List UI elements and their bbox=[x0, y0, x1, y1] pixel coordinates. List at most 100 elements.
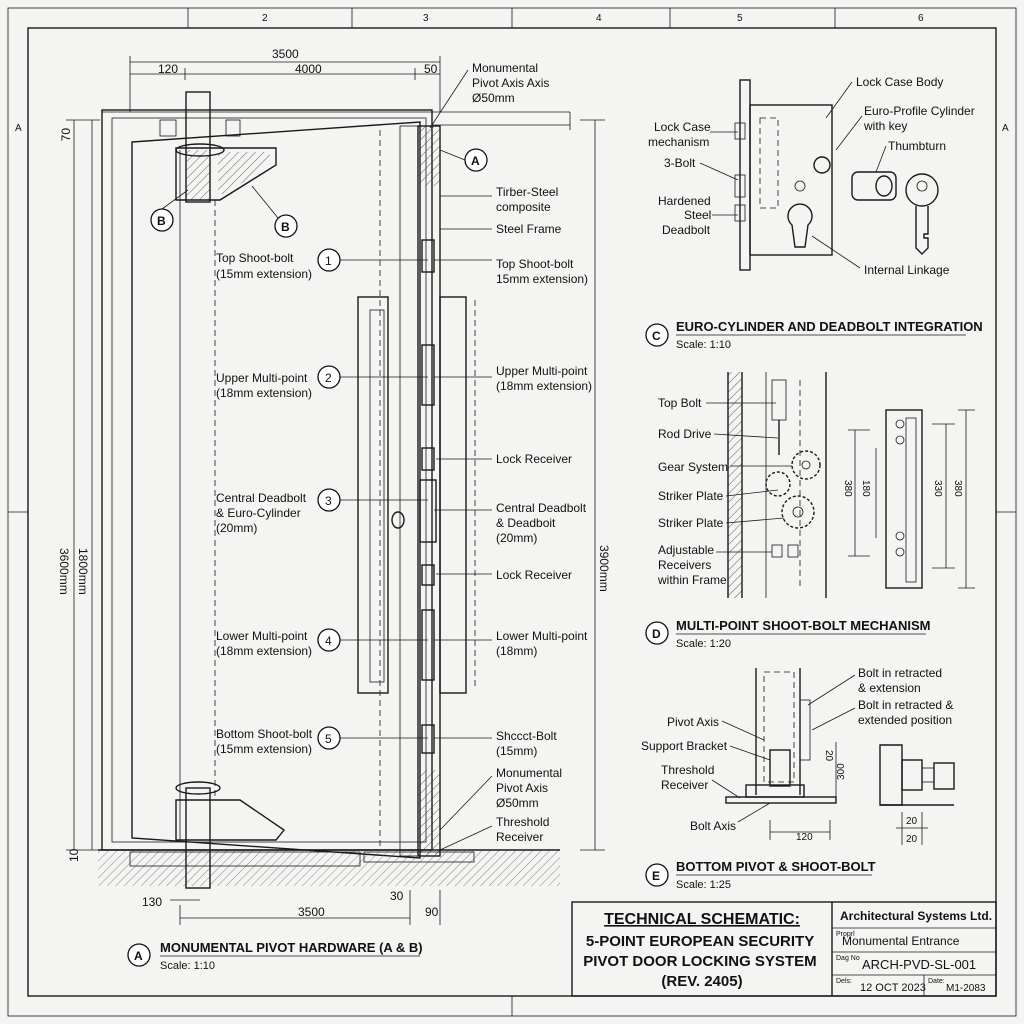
border-letter-left: A bbox=[15, 123, 22, 134]
title-block: TECHNICAL SCHEMATIC: 5-POINT EUROPEAN SE… bbox=[571, 901, 997, 997]
d-dim-380-right: 380 bbox=[952, 480, 963, 497]
dim-top-left: 120 bbox=[158, 62, 178, 76]
marker-b-circle-right bbox=[274, 214, 298, 238]
d-dim-330: 330 bbox=[932, 480, 943, 497]
callout-top-pivot-axis: Monumental Pivot Axis Axis Ø50mm bbox=[472, 61, 553, 105]
e-dim-20-b: 20 bbox=[906, 834, 918, 845]
d-dim-380-left: 380 bbox=[842, 480, 853, 497]
c-internal-linkage: Internal Linkage bbox=[864, 263, 950, 277]
title-heading: TECHNICAL SCHEMATIC: bbox=[604, 911, 800, 928]
border-number-4: 4 bbox=[596, 13, 602, 24]
dim-top-mid: 4000 bbox=[295, 62, 322, 76]
section-a-letter: A bbox=[134, 949, 143, 963]
section-a-title: MONUMENTAL PIVOT HARDWARE (A & B) bbox=[160, 940, 423, 955]
svg-text:Shccct-Bolt(15mm): Shccct-Bolt(15mm) bbox=[496, 729, 557, 758]
point-4: 4 Lower Multi-point(18mm extension) Lowe… bbox=[216, 628, 588, 658]
label-threshold-receiver: Threshold Receiver bbox=[496, 815, 553, 844]
d-gear-system: Gear System bbox=[658, 460, 728, 474]
title-project-label: Proprl bbox=[836, 931, 855, 938]
border-number-2: 2 bbox=[262, 13, 268, 24]
dim-bottom-left: 130 bbox=[142, 895, 162, 909]
section-e-scale: Scale: 1:25 bbox=[676, 879, 731, 891]
dim-bottom-right: 90 bbox=[425, 905, 439, 919]
section-a-circle bbox=[127, 943, 151, 967]
d-top-bolt: Top Bolt bbox=[658, 396, 702, 410]
svg-text:Central Deadbolt& Euro-Cylinde: Central Deadbolt& Euro-Cylinder(20mm) bbox=[216, 491, 307, 535]
d-dim-180: 180 bbox=[860, 480, 871, 497]
marker-b-label-right: B bbox=[281, 220, 290, 234]
svg-text:5: 5 bbox=[325, 732, 332, 746]
point-5: 5 Bottom Shoot-bolt(15mm extension) Shcc… bbox=[216, 726, 557, 758]
callout-bottom-pivot-axis: Monumental Pivot Axis Ø50mm bbox=[496, 766, 565, 810]
dim-right-height: 3900mm bbox=[597, 545, 611, 592]
marker-b-label-left: B bbox=[157, 214, 166, 228]
label-lock-receiver-2: Lock Receiver bbox=[496, 568, 572, 582]
svg-text:Top Shoot-bolt(15mm extension): Top Shoot-bolt(15mm extension) bbox=[216, 251, 312, 281]
d-rod-drive: Rod Drive bbox=[658, 427, 712, 441]
dim-top-overall: 3500 bbox=[272, 47, 299, 61]
title-date2-label: Date: bbox=[928, 978, 945, 985]
svg-text:3: 3 bbox=[325, 494, 332, 508]
svg-text:Lower Multi-point(18mm): Lower Multi-point(18mm) bbox=[496, 629, 588, 658]
c-thumbturn: Thumbturn bbox=[888, 139, 946, 153]
dim-left-top: 70 bbox=[59, 128, 73, 142]
title-subtitle: 5-POINT EUROPEAN SECURITY PIVOT DOOR LOC… bbox=[583, 933, 821, 990]
label-lock-receiver-1: Lock Receiver bbox=[496, 452, 572, 466]
e-support-bracket: Support Bracket bbox=[641, 739, 728, 753]
svg-text:Upper Multi-point(18mm extensi: Upper Multi-point(18mm extension) bbox=[496, 364, 592, 393]
section-e-title: BOTTOM PIVOT & SHOOT-BOLT bbox=[676, 859, 876, 874]
e-dim-20-a: 20 bbox=[906, 816, 918, 827]
title-company: Architectural Systems Ltd. bbox=[840, 909, 992, 923]
marker-a-label: A bbox=[471, 154, 480, 168]
svg-text:Lower Multi-point(18mm extensi: Lower Multi-point(18mm extension) bbox=[216, 629, 312, 658]
dim-top-right: 50 bbox=[424, 62, 438, 76]
section-d-title: MULTI-POINT SHOOT-BOLT MECHANISM bbox=[676, 618, 930, 633]
detail-e: 20 300 120 20 20 Pivot Axis Support Brac… bbox=[641, 666, 955, 891]
svg-text:1: 1 bbox=[325, 254, 332, 268]
point-2: 2 Upper Multi-point(18mm extension) Uppe… bbox=[216, 364, 592, 400]
svg-text:Bottom Shoot-bolt(15mm extensi: Bottom Shoot-bolt(15mm extension) bbox=[216, 727, 313, 756]
border-ticks bbox=[8, 8, 1016, 1016]
title-dwg: ARCH-PVD-SL-001 bbox=[862, 957, 976, 972]
svg-text:4: 4 bbox=[325, 634, 332, 648]
title-date: 12 OCT 2023 bbox=[860, 982, 926, 994]
title-date-label: Dels: bbox=[836, 978, 852, 985]
title-sheet: M1-2083 bbox=[946, 983, 986, 994]
section-e-letter: E bbox=[652, 869, 660, 883]
section-c-scale: Scale: 1:10 bbox=[676, 339, 731, 351]
dim-left-bottom: 10 bbox=[67, 848, 81, 862]
dim-bottom-span: 3500 bbox=[298, 905, 325, 919]
section-a-scale: Scale: 1:10 bbox=[160, 960, 215, 972]
point-3: 3 Central Deadbolt& Euro-Cylinder(20mm) … bbox=[216, 488, 587, 545]
border-number-3: 3 bbox=[423, 13, 429, 24]
e-dim-300: 300 bbox=[836, 763, 847, 780]
e-pivot-axis: Pivot Axis bbox=[667, 715, 719, 729]
c-3-bolt: 3-Bolt bbox=[664, 156, 696, 170]
detail-d: 380 180 330 380 Top Bolt Rod Drive Gear … bbox=[645, 372, 975, 650]
section-c-title: EURO-CYLINDER AND DEADBOLT INTEGRATION bbox=[676, 319, 983, 334]
main-door-drawing: 3500 120 4000 50 70 3600mm 1800mm 10 390… bbox=[57, 47, 611, 972]
border-number-6: 6 bbox=[918, 13, 924, 24]
dim-left-outer: 3600mm bbox=[57, 548, 71, 595]
point-1: 1 Top Shoot-bolt(15mm extension) Top Sho… bbox=[216, 248, 588, 286]
dim-left-inner: 1800mm bbox=[76, 548, 90, 595]
svg-text:Upper Multi-point(18mm extensi: Upper Multi-point(18mm extension) bbox=[216, 371, 312, 400]
label-composite: Tirber-Steel composite bbox=[496, 185, 562, 214]
e-retracted: Bolt in retracted& extension bbox=[858, 666, 942, 695]
svg-text:2: 2 bbox=[325, 371, 332, 385]
label-steel-frame: Steel Frame bbox=[496, 222, 562, 236]
svg-text:Central Deadbolt& Deadboit(20m: Central Deadbolt& Deadboit(20mm) bbox=[496, 501, 587, 545]
e-bolt-axis: Bolt Axis bbox=[690, 819, 736, 833]
title-project: Monumental Entrance bbox=[842, 934, 960, 948]
border-number-5: 5 bbox=[737, 13, 743, 24]
dim-bottom-mid: 30 bbox=[390, 889, 404, 903]
d-striker-plate-1: Striker Plate bbox=[658, 489, 724, 503]
e-dim-120: 120 bbox=[796, 832, 813, 843]
border-letter-right: A bbox=[1002, 123, 1009, 134]
